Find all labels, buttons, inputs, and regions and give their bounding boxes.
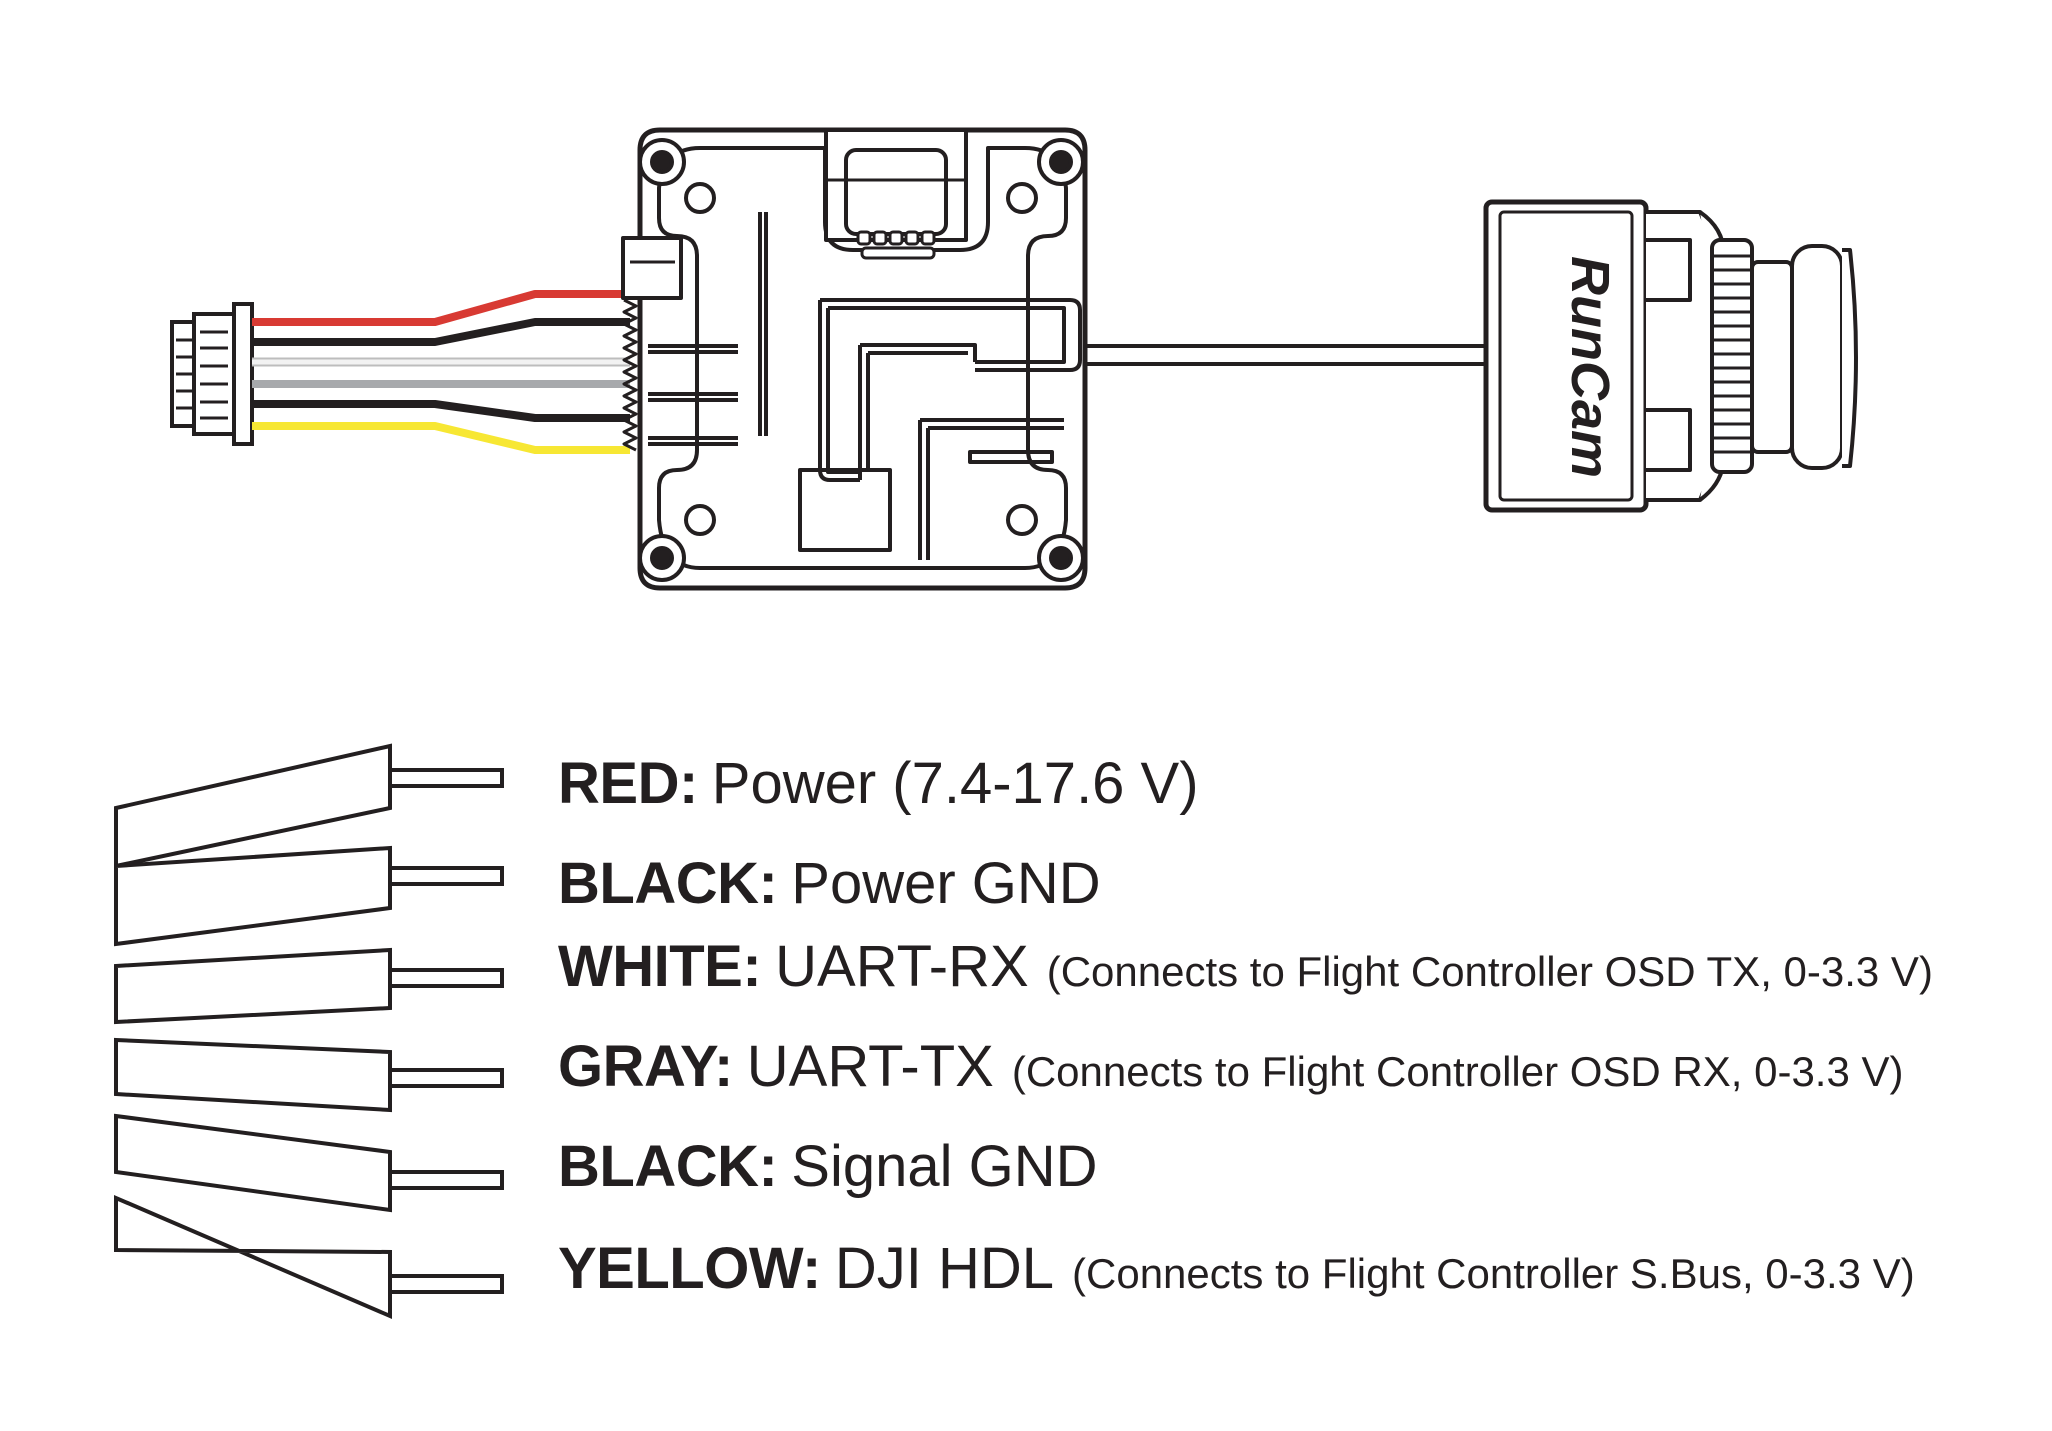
legend-row-white: WHITE: UART-RX (Connects to Flight Contr… [558, 933, 1933, 1003]
legend-color-label: BLACK: [558, 1134, 778, 1199]
legend-color-label: GRAY: [558, 1034, 733, 1099]
brand-logo: RunCam [1560, 256, 1620, 478]
wire-end-icon [114, 947, 504, 1025]
wire-end-icon [114, 1194, 504, 1320]
legend-function-label: DJI HDL [834, 1236, 1055, 1301]
legend-function-label: UART-RX [775, 934, 1029, 999]
legend-function-label: Signal GND [791, 1134, 1098, 1199]
yellow-wire [252, 422, 630, 454]
legend-note-label: (Connects to Flight Controller S.Bus, 0-… [1072, 1250, 1915, 1297]
legend-color-label: YELLOW: [558, 1236, 821, 1301]
wire-end-icon [114, 1113, 504, 1213]
legend-note-label: (Connects to Flight Controller OSD RX, 0… [1011, 1048, 1904, 1095]
legend-function-label: Power (7.4-17.6 V) [711, 751, 1199, 816]
legend-row-yellow: YELLOW: DJI HDL (Connects to Flight Cont… [558, 1235, 1915, 1305]
camera-icon: RunCam [1483, 199, 1858, 513]
legend-function-label: Power GND [791, 851, 1101, 916]
legend-color-label: RED: [558, 751, 698, 816]
legend-note-label: (Connects to Flight Controller OSD TX, 0… [1046, 948, 1933, 995]
connector-plug-icon [170, 302, 254, 446]
legend-row-red: RED: Power (7.4-17.6 V) [558, 750, 1199, 820]
legend-color-label: WHITE: [558, 934, 762, 999]
legend-row-black-signal: BLACK: Signal GND [558, 1133, 1098, 1203]
red-wire [252, 290, 630, 326]
legend-row-gray: GRAY: UART-TX (Connects to Flight Contro… [558, 1033, 1904, 1103]
wire-end-icon [114, 845, 504, 947]
wire-end-icon [114, 743, 504, 869]
wire-bundle [252, 290, 630, 454]
legend-row-black-power: BLACK: Power GND [558, 850, 1101, 920]
camera-cable [1085, 338, 1530, 372]
black-power-wire [252, 318, 630, 346]
vtx-module-icon [621, 127, 1088, 591]
wire-end-icon [114, 1037, 504, 1113]
legend-wire-icons [114, 743, 504, 1320]
black-signal-wire [252, 400, 630, 422]
legend-function-label: UART-TX [746, 1034, 994, 1099]
legend-color-label: BLACK: [558, 851, 778, 916]
